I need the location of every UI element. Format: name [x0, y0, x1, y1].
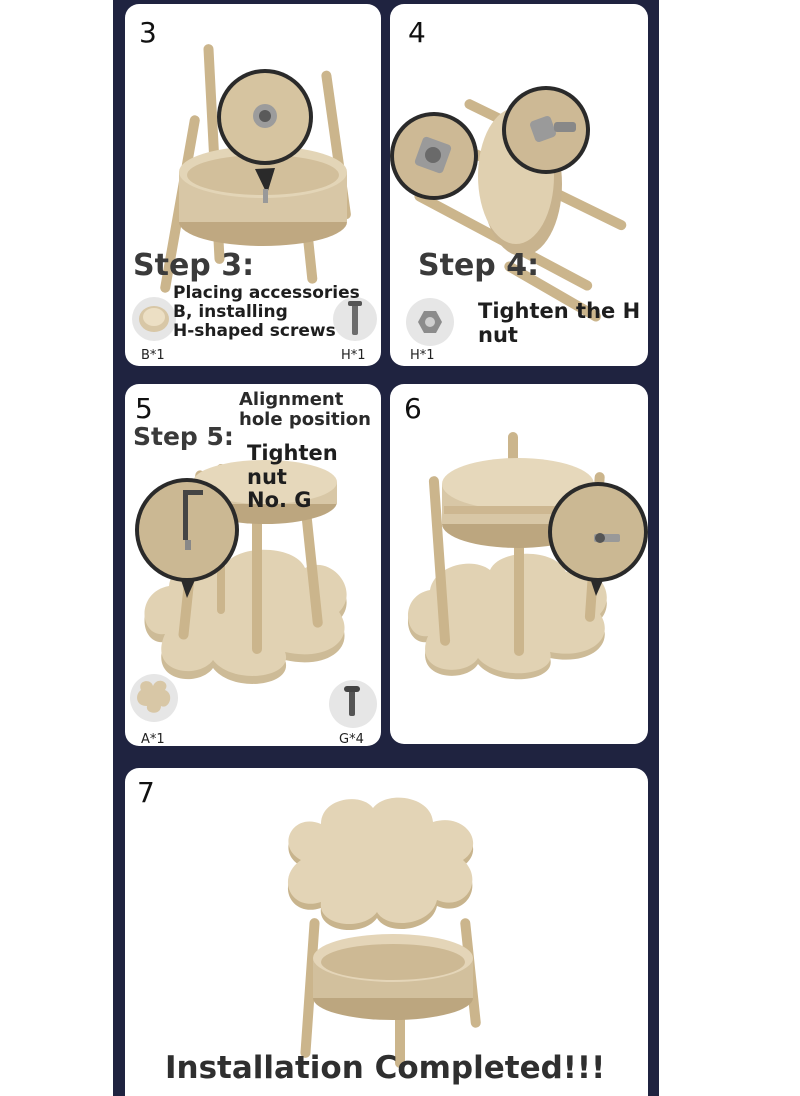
step-4-desc-line-1: Tighten the H [478, 299, 641, 323]
step-6-number: 6 [404, 392, 422, 425]
step-3-title: Step 3: [133, 248, 255, 283]
step-3-desc-line-2: B, installing [173, 302, 288, 323]
step-5-desc-line-2: No. G [247, 488, 312, 513]
step-4-description: Tighten the H nut [478, 299, 641, 347]
step-5-desc-line-1: Tighten nut [247, 441, 338, 489]
alignment-note: Alignment hole position [239, 389, 371, 431]
step-3-description: Placing accessories B, installing H-shap… [173, 283, 360, 342]
part-label-b: B*1 [141, 348, 165, 363]
alignment-note-line-1: Alignment [239, 389, 344, 410]
step-7-number: 7 [137, 776, 155, 809]
part-label-h: H*1 [341, 348, 366, 363]
step-5-description: Tighten nut No. G [247, 441, 381, 513]
step-3-desc-line-1: Placing accessories [173, 283, 360, 303]
completion-caption: Installation Completed!!! [165, 1050, 606, 1086]
step-3-panel: 3 Step 3: [125, 4, 381, 366]
instruction-sheet: 3 Step 3: [113, 0, 659, 1096]
step-7-illustration [287, 797, 481, 1068]
step-4-title: Step 4: [418, 248, 540, 283]
step-7-panel: 7 Installation Completed!!! [125, 768, 648, 1096]
step-3-illustration [132, 44, 377, 341]
step-6-panel: 6 [390, 384, 648, 744]
step-4-number: 4 [408, 16, 426, 49]
step-5-number: 5 [135, 392, 153, 425]
step-4-illustration [390, 86, 627, 346]
step-5-title: Step 5: [133, 422, 234, 451]
alignment-note-line-2: hole position [239, 409, 371, 431]
step-4-panel: 4 Step 4: Tighten the H [390, 4, 648, 366]
step-3-desc-line-3: H-shaped screws [173, 321, 336, 342]
part-label-g: G*4 [339, 732, 364, 746]
step-5-panel: 5 Al [125, 384, 381, 746]
step-5-illustration [130, 460, 377, 728]
part-label-a: A*1 [141, 732, 165, 746]
step-3-number: 3 [139, 16, 157, 49]
step-4-desc-line-2: nut [478, 322, 518, 347]
step-6-illustration [407, 432, 648, 680]
part-label-h-nut: H*1 [410, 348, 435, 363]
